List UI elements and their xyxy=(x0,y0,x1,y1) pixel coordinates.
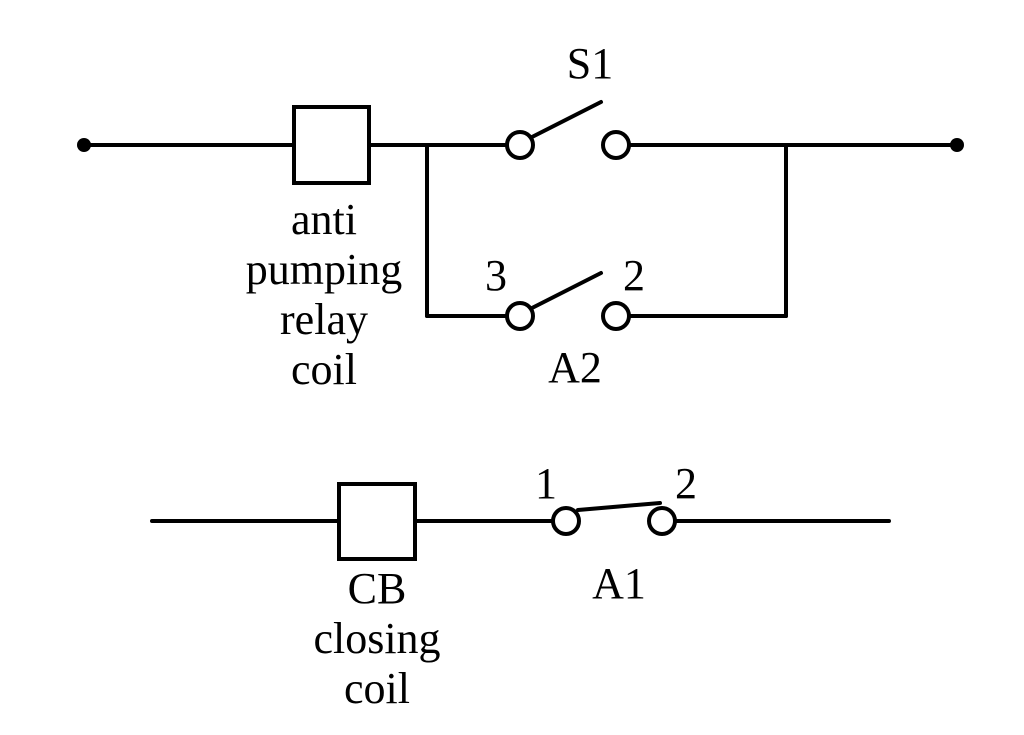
a2-label: A2 xyxy=(548,343,602,392)
a1-left-contact xyxy=(551,506,581,536)
a1-right-contact xyxy=(647,506,677,536)
anti-pumping-label-line: anti xyxy=(291,195,357,244)
a1-terminal-1-label: 1 xyxy=(535,459,557,508)
a2-right-contact xyxy=(601,301,631,331)
a1-label: A1 xyxy=(592,559,646,608)
s1-label: S1 xyxy=(567,39,613,88)
cb-closing-label-line: coil xyxy=(344,664,410,713)
a2-arm xyxy=(530,271,603,310)
a2-terminal-3-label: 3 xyxy=(485,251,507,300)
s1-arm xyxy=(530,100,603,139)
a2-left-contact xyxy=(505,301,535,331)
s1-left-contact xyxy=(505,130,535,160)
a2-terminal-2-label: 2 xyxy=(623,251,645,300)
switch-a1 xyxy=(551,501,677,536)
cb-closing-coil-label: CB closing coil xyxy=(313,564,440,713)
lower-circuit: 1 2 A1 CB closing coil xyxy=(150,459,891,713)
anti-pumping-label-line: relay xyxy=(280,295,368,344)
anti-pumping-relay-coil-label: anti pumping relay coil xyxy=(246,195,402,394)
s1-right-contact xyxy=(601,130,631,160)
anti-pumping-relay-coil-box xyxy=(292,105,371,185)
upper-circuit: S1 3 2 A2 anti pumping relay coil xyxy=(77,39,964,394)
switch-a2 xyxy=(505,271,631,331)
switch-s1 xyxy=(505,100,631,160)
cb-closing-label-line: CB xyxy=(348,564,407,613)
a1-terminal-2-label: 2 xyxy=(675,459,697,508)
cb-closing-label-line: closing xyxy=(313,614,440,663)
anti-pumping-label-line: coil xyxy=(291,345,357,394)
a1-arm xyxy=(576,501,662,512)
cb-closing-coil-box xyxy=(337,482,417,561)
anti-pumping-label-line: pumping xyxy=(246,245,402,294)
